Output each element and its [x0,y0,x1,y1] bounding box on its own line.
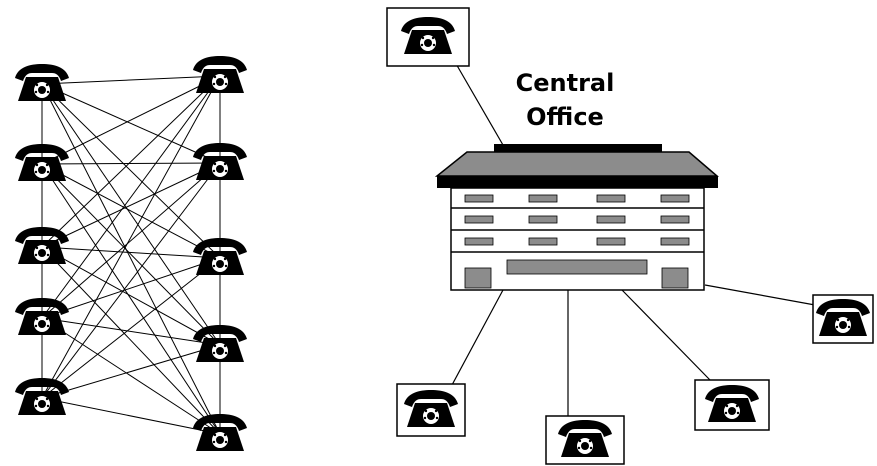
mesh-line-32 [41,162,221,399]
mesh-line-22 [41,246,221,259]
mesh-line-21 [41,162,221,248]
mesh-line-26 [41,75,221,319]
mesh-line-7 [41,83,221,259]
mesh-phone-left-5 [15,378,69,415]
mesh-line-14 [41,162,221,165]
mesh-line-28 [41,257,221,319]
mesh-phone-left-3 [15,227,69,264]
mesh-phone-left-1 [15,64,69,101]
central-office-label-line1: Central [515,69,615,97]
mesh-phone-left-4 [15,298,69,335]
mesh-line-31 [41,75,221,399]
mesh-line-33 [41,257,221,399]
star-phone-bottom-left [396,383,466,437]
mesh-line-20 [41,75,221,248]
mesh-connections [41,75,221,435]
mesh-line-29 [41,317,221,346]
central-office-label-line2: Office [526,103,604,131]
mesh-phone-right-5 [193,414,247,451]
star-phone-bottom-center [545,415,625,465]
mesh-phone-right-2 [193,143,247,180]
mesh-line-13 [41,75,221,165]
star-phone-right [812,294,874,344]
star-phone-bottom-right [694,379,770,431]
mesh-line-23 [41,246,221,346]
star-connections [451,61,816,416]
mesh-line-5 [41,75,221,85]
mesh-line-8 [41,83,221,346]
mesh-phone-right-1 [193,56,247,93]
mesh-line-9 [41,83,221,435]
mesh-phone-left-2 [15,144,69,181]
central-office-building [434,144,720,291]
mesh-line-30 [41,317,221,435]
mesh-phone-right-4 [193,325,247,362]
mesh-line-27 [41,162,221,319]
mesh-line-35 [41,397,221,435]
star-phone-top [386,7,470,67]
mesh-line-15 [41,163,221,259]
mesh-line-34 [41,344,221,399]
mesh-line-17 [41,163,221,435]
mesh-line-16 [41,163,221,346]
mesh-line-6 [41,83,221,164]
